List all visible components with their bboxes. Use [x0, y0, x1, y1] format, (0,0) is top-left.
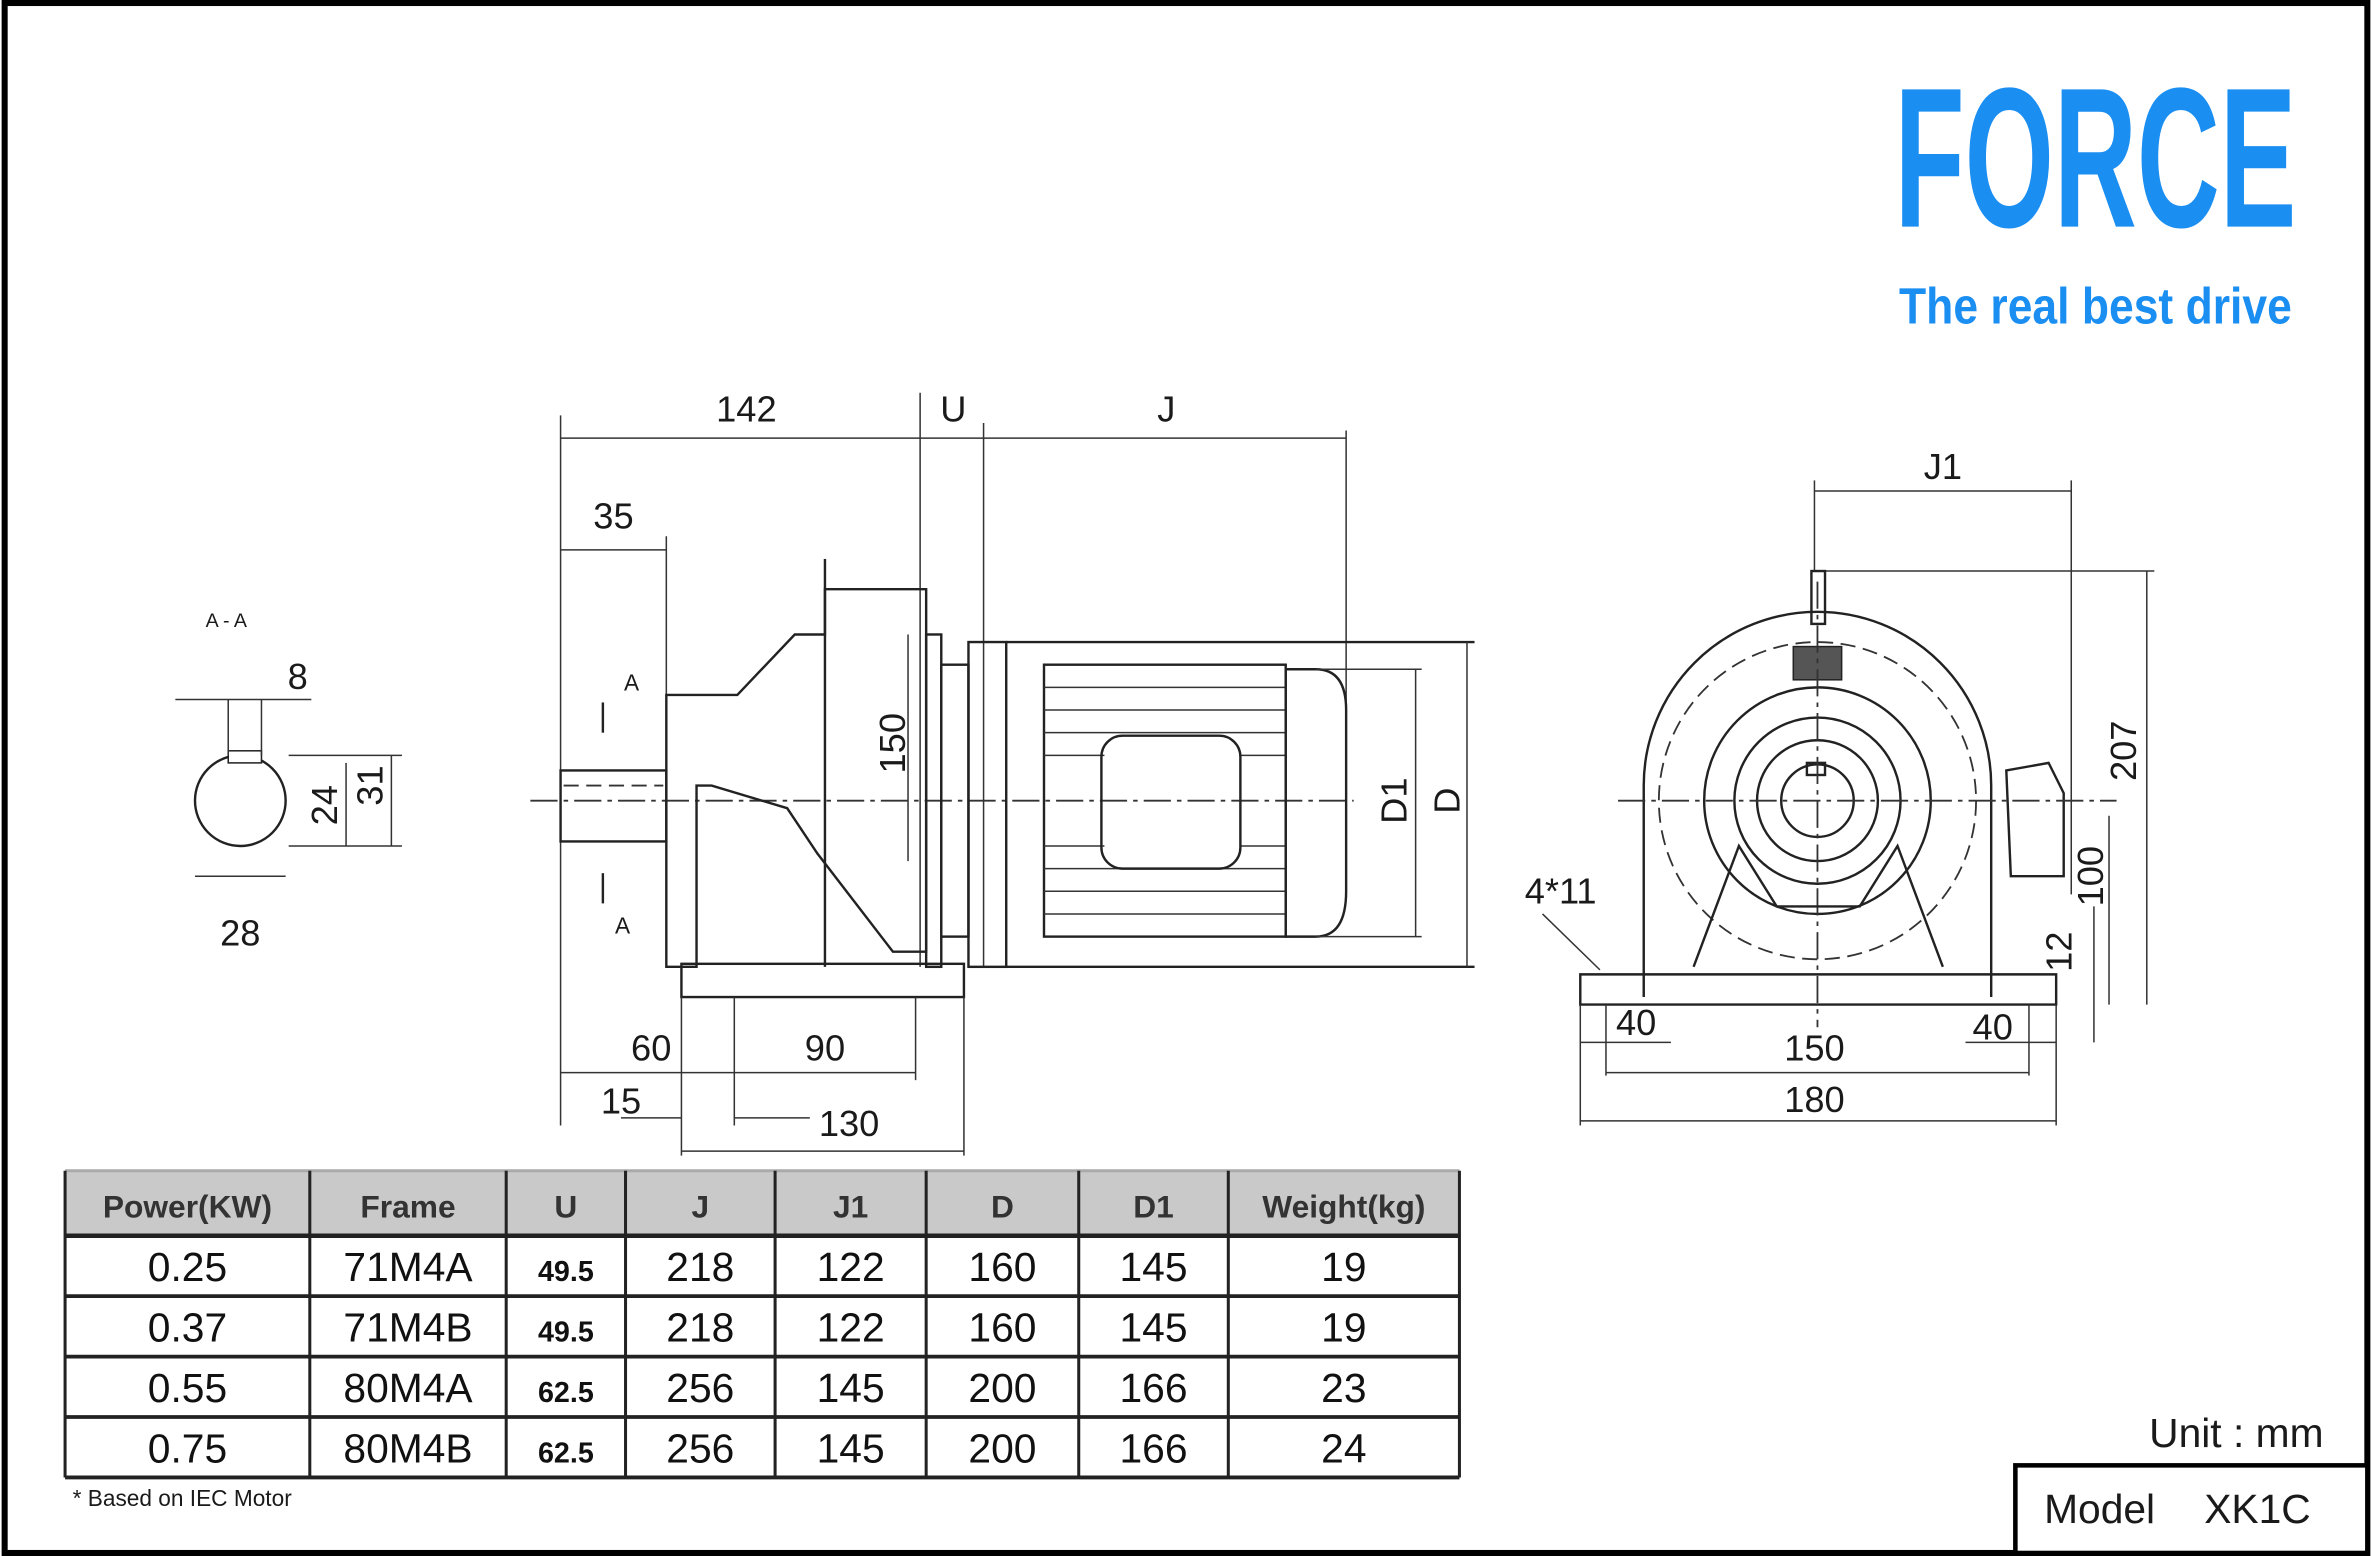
table-cell: 145	[1120, 1244, 1188, 1290]
dim-d: D	[1426, 788, 1467, 814]
section-mark-top: A	[624, 669, 640, 695]
table-header-cell: J	[691, 1189, 709, 1225]
section-label: A - A	[206, 610, 248, 632]
table-cell: 160	[968, 1304, 1036, 1350]
table-header-cell: Frame	[360, 1189, 455, 1225]
dim-180: 180	[1784, 1079, 1844, 1120]
table-cell: 24	[1321, 1425, 1366, 1471]
front-view-drawing: J1 207 100 12 4*11 40 40 150 180	[1525, 446, 2155, 1126]
table-cell: 49.5	[538, 1316, 594, 1348]
brand-tagline: The real best drive	[1899, 277, 2292, 334]
table-cell: 145	[817, 1365, 885, 1411]
dim-150-height: 150	[872, 713, 913, 773]
dim-holes: 4*11	[1525, 870, 1597, 911]
table-header-cell: J1	[833, 1189, 868, 1225]
table-header-cell: D	[991, 1189, 1014, 1225]
dim-j: J	[1157, 388, 1175, 429]
table-cell: 166	[1120, 1365, 1188, 1411]
table-cell: 71M4A	[343, 1244, 473, 1290]
table-cell: 19	[1321, 1304, 1366, 1350]
table-cell: 166	[1120, 1425, 1188, 1471]
table-cell: 62.5	[538, 1437, 594, 1469]
dim-90: 90	[805, 1027, 845, 1068]
dim-142: 142	[716, 388, 776, 429]
section-mark-bottom: A	[615, 913, 631, 939]
dim-shaft-key-height: 31	[349, 765, 390, 805]
dim-j1: J1	[1924, 446, 1962, 487]
table-cell: 122	[817, 1304, 885, 1350]
dim-207: 207	[2103, 721, 2144, 781]
dim-shaft-dia: 28	[220, 913, 260, 954]
brand-name: FORCE	[1895, 47, 2297, 270]
table-cell: 200	[968, 1365, 1036, 1411]
table-cell: 80M4B	[343, 1425, 472, 1471]
table-cell: 218	[666, 1244, 734, 1290]
table-header-cell: Power(KW)	[103, 1189, 272, 1225]
dim-40-left: 40	[1616, 1002, 1656, 1043]
spec-table: Power(KW) Frame U J J1 D D1 Weight(kg) 0.25 71M4A…	[63, 1169, 1461, 1480]
dim-key-width: 8	[288, 656, 308, 697]
model-value: XK1C	[2204, 1486, 2311, 1532]
dim-150-width: 150	[1784, 1027, 1844, 1068]
unit-label: Unit : mm	[2149, 1410, 2323, 1456]
table-cell: 0.37	[148, 1304, 227, 1350]
table-cell: 122	[817, 1244, 885, 1290]
dim-12: 12	[2038, 932, 2079, 972]
table-cell: 80M4A	[343, 1365, 473, 1411]
force-logo: FORCE The real best drive	[1895, 47, 2297, 335]
table-footnote: * Based on IEC Motor	[73, 1485, 293, 1511]
table-cell: 256	[666, 1365, 734, 1411]
dim-35: 35	[593, 496, 633, 537]
table-cell: 256	[666, 1425, 734, 1471]
table-cell: 218	[666, 1304, 734, 1350]
table-header-bg	[65, 1170, 1460, 1236]
table-cell: 23	[1321, 1365, 1366, 1411]
table-cell: 160	[968, 1244, 1036, 1290]
table-cell: 0.25	[148, 1244, 227, 1290]
dim-u: U	[940, 388, 966, 429]
table-cell: 0.55	[148, 1365, 227, 1411]
table-cell: 145	[817, 1425, 885, 1471]
dim-130: 130	[819, 1103, 879, 1144]
dim-d1: D1	[1374, 777, 1415, 823]
model-label: Model	[2044, 1486, 2155, 1532]
table-cell: 19	[1321, 1244, 1366, 1290]
dim-100: 100	[2070, 846, 2111, 906]
table-header-cell: U	[554, 1189, 577, 1225]
dim-60: 60	[631, 1027, 671, 1068]
dim-15: 15	[601, 1080, 641, 1121]
side-view-drawing: 142 U J 35 150 D1 D A A 60 90 15 130	[530, 388, 1475, 1156]
table-cell: 71M4B	[343, 1304, 472, 1350]
section-a-a-view: A - A 8 24 31 28	[175, 610, 402, 954]
table-cell: 200	[968, 1425, 1036, 1471]
dim-shaft-height: 24	[304, 785, 345, 825]
table-header-cell: D1	[1133, 1189, 1174, 1225]
table-cell: 62.5	[538, 1377, 594, 1409]
table-cell: 49.5	[538, 1256, 594, 1288]
table-header-cell: Weight(kg)	[1262, 1189, 1425, 1225]
dim-40-right: 40	[1973, 1006, 2013, 1047]
table-cell: 145	[1120, 1304, 1188, 1350]
model-box: Model XK1C	[2013, 1463, 2370, 1556]
table-cell: 0.75	[148, 1425, 227, 1471]
